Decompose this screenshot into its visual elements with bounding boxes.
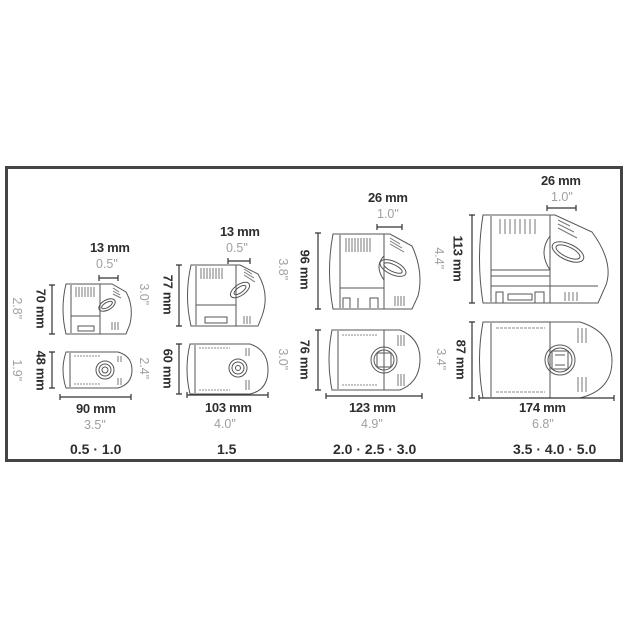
pump-3-length-in: 4.9" [361, 417, 383, 431]
pump-2-outlet-in: 0.5" [226, 241, 248, 255]
pump-3-width-mm: 76 mm [297, 339, 313, 380]
pump-1-model-label: 0.5 · 1.0 [70, 441, 122, 457]
pump-1-height-in: 2.8" [10, 297, 25, 320]
pump-4-model-label: 3.5 · 4.0 · 5.0 [513, 441, 597, 457]
pump-2-height-mm: 77 mm [160, 274, 176, 315]
pump-4-width-mm: 87 mm [453, 339, 469, 380]
pump-2-outlet-mm: 13 mm [220, 224, 260, 239]
pump-2-model-label: 1.5 [217, 441, 237, 457]
pump-3-height-mm: 96 mm [297, 249, 313, 290]
pump-4-height-mm: 113 mm [450, 235, 466, 282]
pump-3-outlet-in: 1.0" [377, 207, 399, 221]
pump-3-width-in: 3.0" [276, 348, 291, 371]
pump-2-height-in: 3.0" [137, 283, 152, 306]
pump-1-outlet-in: 0.5" [96, 257, 118, 271]
pump-4-length-in: 6.8" [532, 417, 554, 431]
pump-3-bottom-view [328, 329, 421, 391]
pump-2-length-mm: 103 mm [205, 400, 252, 415]
pump-3-side-view [329, 233, 421, 310]
pump-4-height-in: 4.4" [432, 247, 447, 270]
pump-1-length-in: 3.5" [84, 418, 106, 432]
pump-1-outlet-mm: 13 mm [90, 240, 130, 255]
pump-3-length-mm: 123 mm [349, 400, 396, 415]
pump-1-length-mm: 90 mm [76, 401, 116, 416]
pump-2-width-mm: 60 mm [160, 348, 176, 389]
pump-4-outlet-mm: 26 mm [541, 173, 581, 188]
pump-4-bottom-view [479, 321, 613, 399]
pump-1-height-mm: 70 mm [33, 288, 49, 329]
pump-2-bottom-view [186, 343, 269, 395]
pump-1-bottom-view [62, 351, 133, 389]
pump-3-height-in: 3.8" [276, 258, 291, 281]
pump-2-side-view [187, 264, 266, 327]
pump-1-width-mm: 48 mm [33, 350, 49, 391]
pump-4-length-mm: 174 mm [519, 400, 566, 415]
pump-2-length-in: 4.0" [214, 417, 236, 431]
pump-1-width-in: 1.9" [10, 359, 25, 382]
pump-3-outlet-mm: 26 mm [368, 190, 408, 205]
pump-4-side-view [479, 214, 609, 304]
pump-2-width-in: 2.4" [137, 357, 152, 380]
pump-4-outlet-in: 1.0" [551, 190, 573, 204]
pump-3-model-label: 2.0 · 2.5 · 3.0 [333, 441, 417, 457]
pump-1-side-view [62, 283, 132, 335]
pump-4-width-in: 3.4" [434, 348, 449, 371]
